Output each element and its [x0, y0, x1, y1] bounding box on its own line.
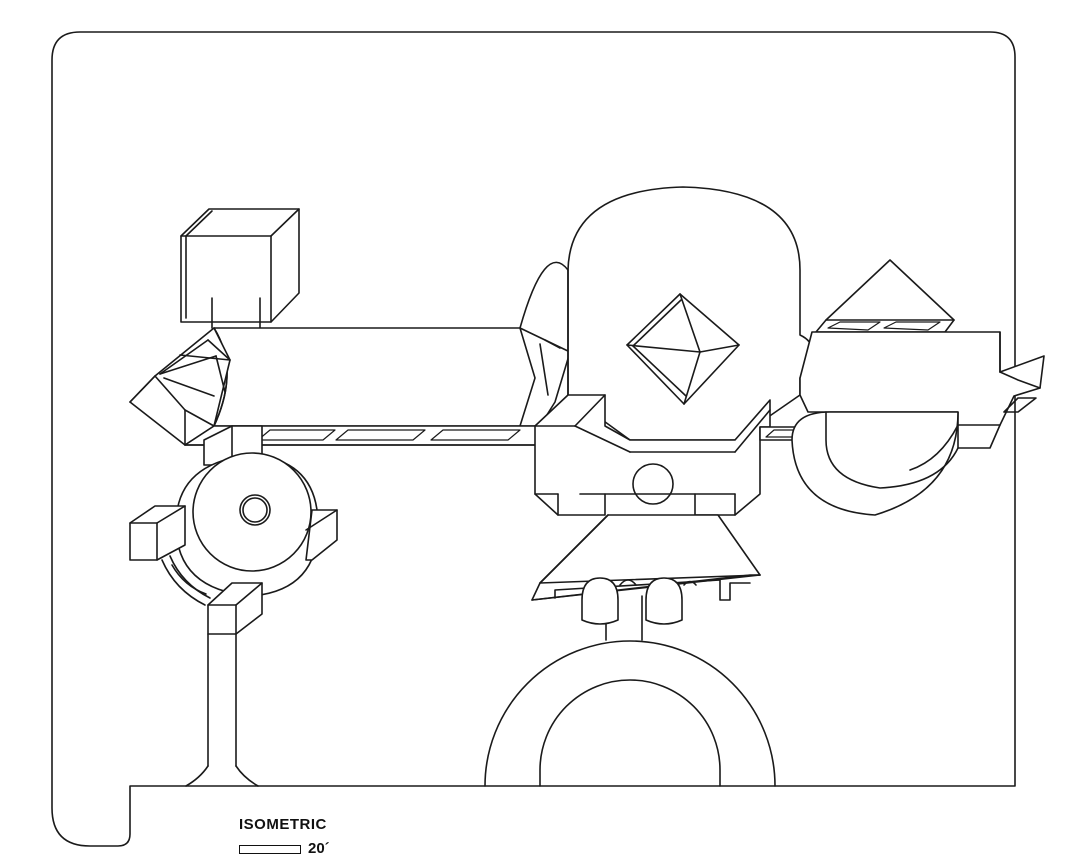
drum-arm-left — [129, 505, 186, 561]
right-block — [799, 331, 1045, 449]
pyramid — [815, 259, 955, 333]
hopper — [531, 514, 761, 601]
drum-left — [175, 452, 319, 597]
drum-arm-right — [305, 509, 338, 561]
arch-outer — [484, 640, 776, 787]
drum-arm-bottom — [207, 582, 263, 635]
cube-top-left — [180, 208, 300, 329]
dome-block — [519, 186, 814, 441]
cylinder-tube — [213, 327, 539, 427]
tube-end-cap-left — [129, 327, 231, 446]
left-stem — [185, 633, 259, 787]
half-drum — [791, 411, 959, 516]
drawing-title: ISOMETRIC — [239, 816, 327, 833]
hopper-cylinders — [581, 577, 697, 625]
drum-curved-walk — [161, 555, 211, 606]
scale-label: 20´ — [308, 840, 330, 857]
center-block — [534, 394, 771, 516]
octahedron — [626, 293, 740, 405]
arch-inner — [539, 679, 721, 787]
site-outline — [51, 31, 1016, 847]
scale-bar — [239, 845, 301, 854]
